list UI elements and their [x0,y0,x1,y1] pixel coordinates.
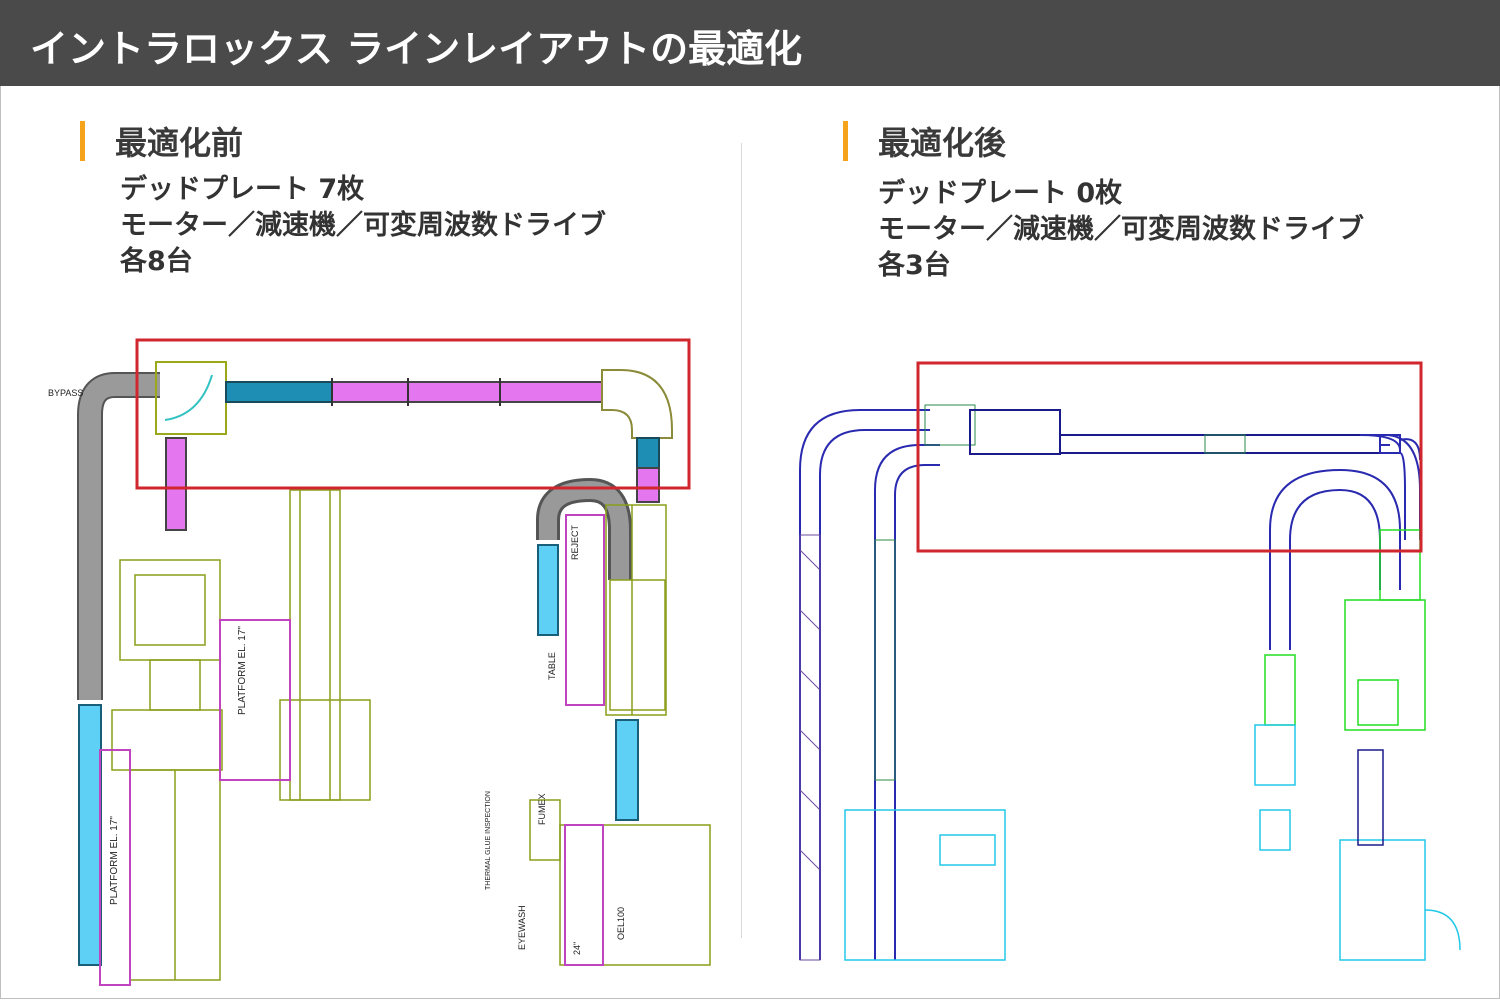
green-machinery-left [111,559,223,981]
reject-conveyor-blue [537,544,559,636]
title-bar: イントラロックス ラインレイアウトの最適化 [0,0,1500,86]
before-header: 最適化前 [80,118,243,164]
bypass-label: BYPASS [48,388,83,398]
eyewash-label: EYEWASH [517,905,527,950]
after-layout-drawing [799,361,1461,961]
transfer-box [155,361,227,435]
after-cyan-area [844,724,1461,961]
reject-label: REJECT [570,524,580,560]
after-line-2: モーター／減速機／可変周波数ドライブ [878,214,1364,245]
after-hatch-left [799,534,821,961]
platform-label-2: PLATFORM EL. 17" [109,816,120,905]
oel-label: OEL100 [616,907,626,940]
after-line-1: デッドプレート 0枚 [878,178,1123,209]
after-accent-bar [843,121,848,161]
green-conveyor-column [279,489,371,801]
page-title: イントラロックス ラインレイアウトの最適化 [30,27,803,71]
after-line-3: 各3台 [878,250,951,281]
before-line-2: モーター／減速機／可変周波数ドライブ [120,210,606,241]
before-layout-drawing: BYPASS PLATFORM EL. 17" PLATFORM EL. 17"… [48,338,711,986]
after-highlight-box [916,361,1423,553]
dimension-label: 24" [572,942,582,955]
top-conveyor-pink [331,381,603,403]
before-accent-bar [80,121,85,161]
fumex-label: FUMEX [537,794,547,826]
table-label: TABLE [547,652,557,680]
top-conveyor-blue [225,381,333,403]
before-heading: 最適化前 [115,124,244,162]
after-description: デッドプレート 0枚 モーター／減速機／可変周波数ドライブ 各3台 [878,176,1364,284]
green-machinery-right [605,504,667,716]
before-highlight-box [135,338,691,490]
top-right-curve [601,369,673,439]
before-description: デッドプレート 7枚 モーター／減速機／可変周波数ドライブ 各8台 [120,172,606,280]
column-divider [741,143,742,938]
platform-area [99,619,291,986]
thermal-label: THERMAL GLUE INSPECTION [485,791,492,890]
after-heading: 最適化後 [878,124,1007,162]
after-header: 最適化後 [843,118,1006,164]
before-line-1: デッドプレート 7枚 [120,174,365,205]
drop-conveyor-left [165,437,187,531]
drop-conveyor-right [636,437,660,469]
platform-label-1: PLATFORM EL. 17" [237,626,248,715]
after-top-conveyor [969,409,1401,455]
lower-conveyor-blue [615,719,639,821]
reject-table [565,514,605,706]
before-line-3: 各8台 [120,246,193,277]
